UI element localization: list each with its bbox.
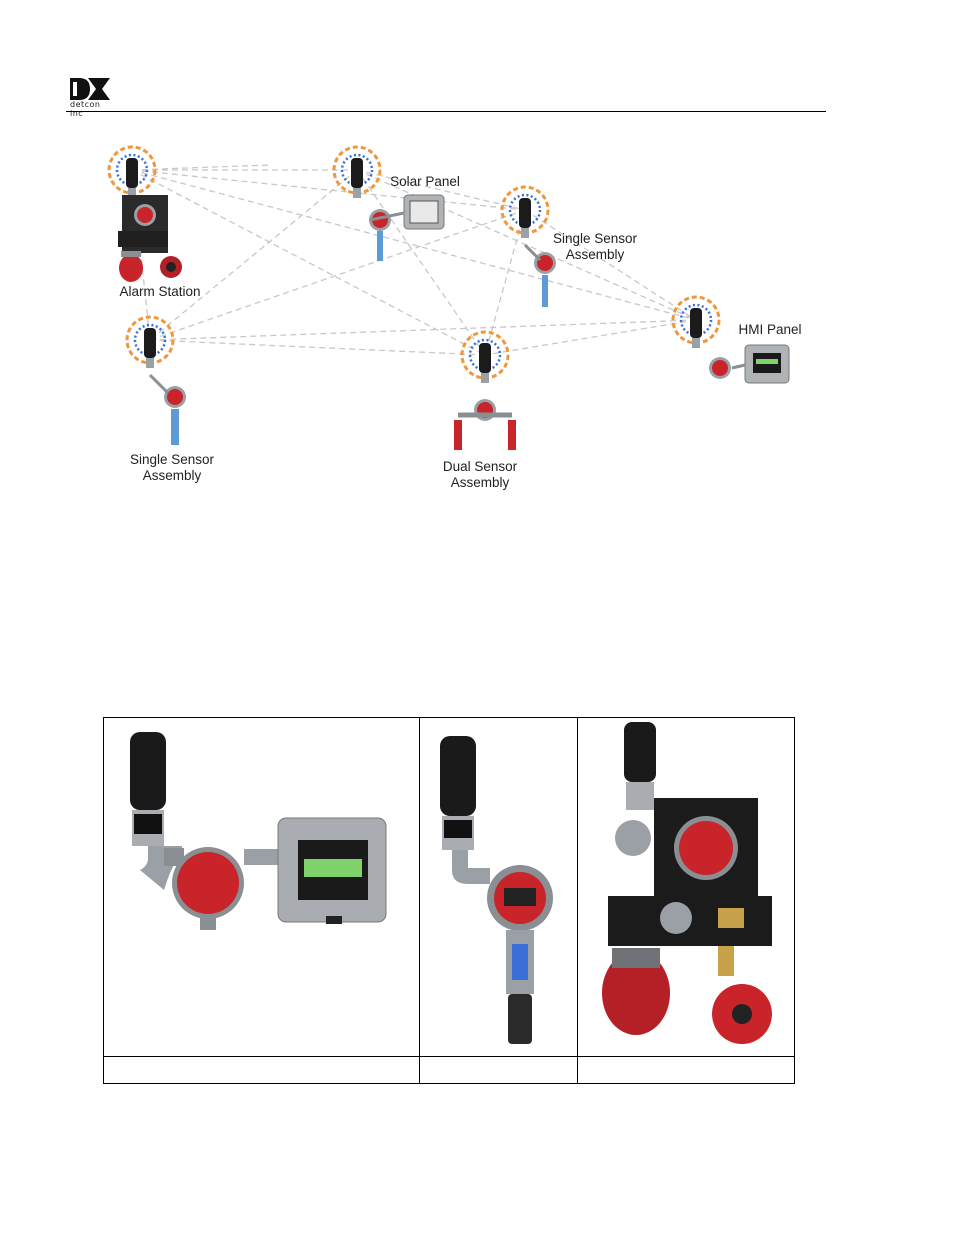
alarm-station-node bbox=[107, 145, 182, 282]
alarm-station-photo bbox=[602, 722, 772, 1044]
solar-panel-node bbox=[332, 145, 445, 261]
caption-single-sensor bbox=[420, 1057, 578, 1083]
label-hmi-panel: HMI Panel bbox=[738, 322, 802, 337]
table-cell-hmi-assembly bbox=[104, 718, 420, 1083]
label-dual-sensor: Dual Sensor Assembly bbox=[442, 459, 518, 490]
detcon-logo: detcon inc bbox=[66, 76, 112, 118]
table-cell-alarm-station bbox=[578, 718, 794, 1083]
table-row-divider bbox=[104, 1056, 794, 1057]
single-sensor-top-node bbox=[500, 185, 556, 307]
hmi-assembly-photo bbox=[130, 732, 387, 930]
product-photo-table bbox=[103, 717, 795, 1084]
label-solar-panel: Solar Panel bbox=[390, 174, 460, 189]
single-sensor-left-node bbox=[125, 315, 186, 445]
hmi-panel-node bbox=[671, 295, 790, 384]
wireless-network-diagram: Alarm Station Solar Panel Single Sensor … bbox=[100, 135, 820, 500]
table-cell-single-sensor bbox=[420, 718, 578, 1083]
label-single-sensor-left: Single Sensor Assembly bbox=[129, 452, 215, 483]
label-alarm-station: Alarm Station bbox=[119, 284, 201, 299]
caption-alarm-station bbox=[578, 1057, 794, 1083]
label-single-sensor-top: Single Sensor Assembly bbox=[552, 231, 638, 262]
caption-hmi-assembly bbox=[104, 1057, 420, 1083]
logo-wordmark: detcon inc bbox=[70, 100, 101, 118]
dual-sensor-node bbox=[454, 330, 516, 450]
single-sensor-photo bbox=[440, 736, 553, 1044]
header-divider bbox=[66, 111, 826, 112]
